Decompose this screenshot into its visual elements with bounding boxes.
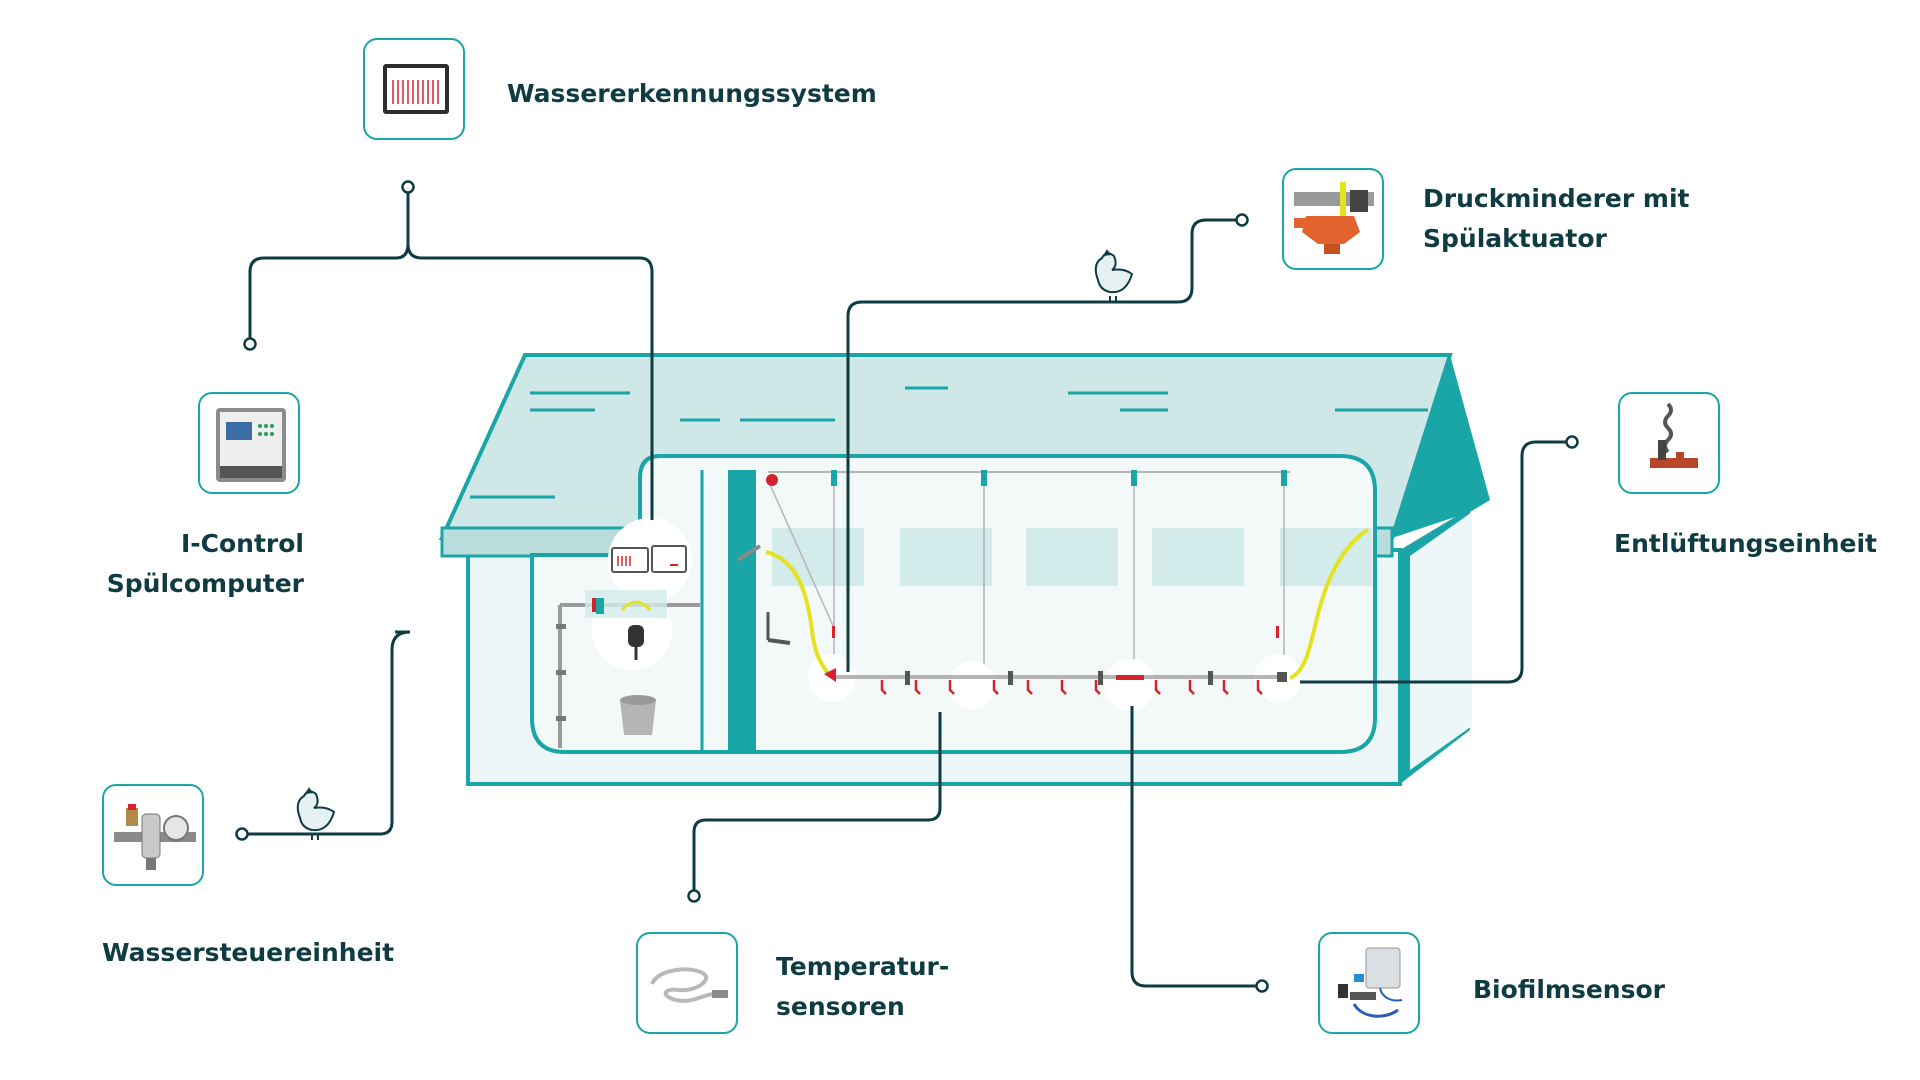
vent-unit-icon[interactable] [1618, 392, 1720, 494]
connector-lines [246, 187, 1568, 988]
label-wassererkennungssystem: Wassererkennungssystem [507, 79, 877, 108]
label-druckminderer: Druckminderer mit Spülaktuator [1423, 184, 1690, 253]
water-meter-icon[interactable] [102, 784, 204, 886]
chicken-icon [1094, 249, 1134, 302]
connector-dots [235, 180, 1579, 993]
control-room [556, 518, 700, 748]
biofilm-sensor-icon[interactable] [1318, 932, 1420, 1034]
label-icontrol: I-Control Spülcomputer [106, 529, 304, 598]
label-entlueftungseinheit: Entlüftungseinheit [1614, 529, 1877, 558]
label-wassersteuereinheit: Wassersteuereinheit [102, 938, 395, 967]
control-computer-icon[interactable] [198, 392, 300, 494]
label-temperatursensoren: Temperatur- sensoren [776, 952, 950, 1021]
monitor-icon[interactable] [363, 38, 465, 140]
chicken-icon [296, 787, 336, 840]
pressure-reducer-icon[interactable] [1282, 168, 1384, 270]
drinking-line [736, 470, 1370, 711]
label-biofilmsensor: Biofilmsensor [1473, 975, 1665, 1004]
sensor-cable-icon[interactable] [636, 932, 738, 1034]
